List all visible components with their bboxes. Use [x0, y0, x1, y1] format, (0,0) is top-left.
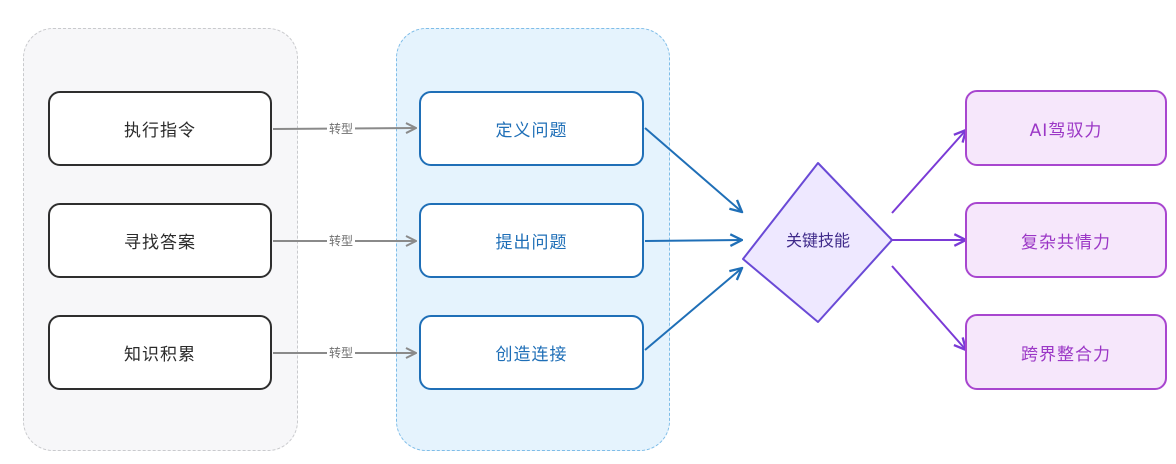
old-skill-label: 知识积累	[124, 345, 196, 365]
old-skill-label: 寻找答案	[124, 233, 196, 253]
transition-label: 转型	[327, 121, 356, 137]
old-skill-node: 执行指令	[48, 91, 272, 166]
old-skill-node: 寻找答案	[48, 203, 272, 278]
transition-label: 转型	[327, 233, 356, 249]
old-skill-label: 执行指令	[124, 121, 196, 141]
to-hub-arrow	[644, 240, 742, 241]
key-skills-label: 关键技能	[785, 231, 850, 250]
output-skill-label: AI驾驭力	[1029, 120, 1103, 141]
output-skill-node: 复杂共情力	[965, 202, 1167, 278]
to-output-arrow	[891, 265, 966, 350]
key-skills-diamond	[742, 162, 893, 323]
output-skill-node: 跨界整合力	[965, 314, 1167, 390]
new-skill-node: 定义问题	[419, 91, 644, 166]
to-hub-arrow	[644, 127, 742, 212]
new-skill-node: 创造连接	[419, 315, 644, 390]
output-skill-node: AI驾驭力	[965, 90, 1167, 166]
new-skill-label: 定义问题	[495, 121, 568, 141]
transition-label: 转型	[327, 345, 356, 361]
old-skill-node: 知识积累	[48, 315, 272, 390]
new-skill-label: 提出问题	[495, 233, 568, 253]
new-skill-node: 提出问题	[419, 203, 644, 278]
output-skill-label: 复杂共情力	[1021, 232, 1111, 253]
new-skill-label: 创造连接	[495, 345, 568, 365]
to-hub-arrow	[644, 268, 742, 351]
output-skill-label: 跨界整合力	[1021, 344, 1111, 365]
to-output-arrow	[891, 130, 966, 214]
